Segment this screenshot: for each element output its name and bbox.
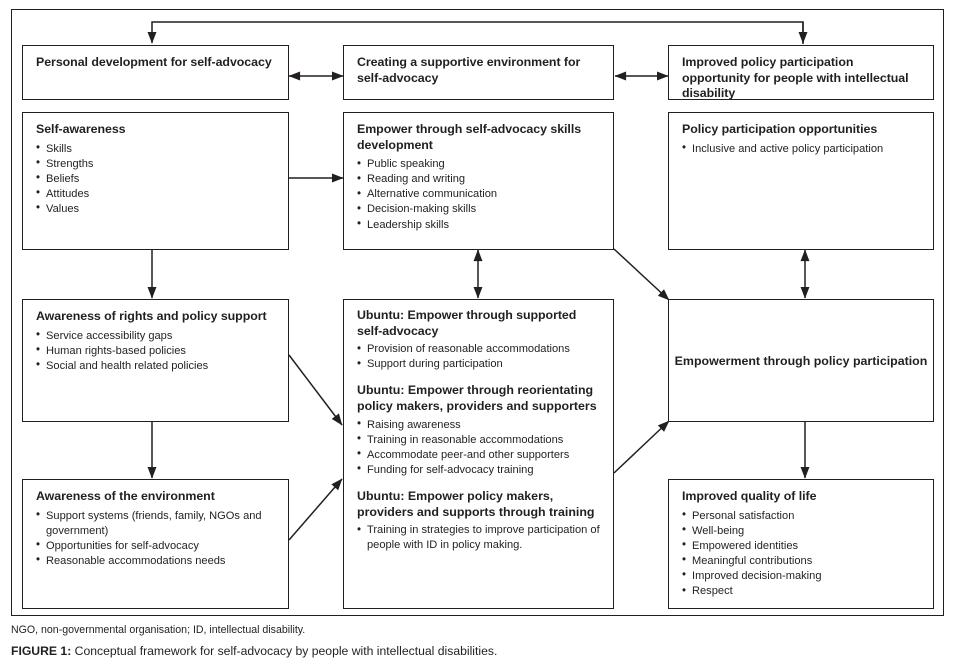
box-supportive-environment-title: Creating a supportive environment for se…	[357, 55, 581, 85]
list-item: Funding for self-advocacy training	[357, 462, 602, 478]
list-item: Attitudes	[36, 186, 277, 202]
list-item: Human rights-based policies	[36, 343, 277, 359]
box-ubuntu-group3-title: Ubuntu: Empower policy makers, providers…	[357, 488, 595, 519]
list-item: Skills	[36, 141, 277, 157]
awareness-rights-list: Service accessibility gaps Human rights-…	[36, 328, 277, 374]
awareness-environment-list: Support systems (friends, family, NGOs a…	[36, 508, 277, 569]
box-supportive-environment[interactable]: Creating a supportive environment for se…	[343, 45, 614, 100]
list-item: Public speaking	[357, 157, 602, 172]
box-improved-policy-participation[interactable]: Improved policy participation opportunit…	[668, 45, 934, 100]
ubuntu-group2-list: Raising awareness Training in reasonable…	[357, 417, 602, 478]
empower-skills-list: Public speaking Reading and writing Alte…	[357, 157, 602, 233]
list-item: Personal satisfaction	[682, 508, 922, 524]
list-item: Provision of reasonable accommodations	[357, 342, 602, 357]
list-item: Service accessibility gaps	[36, 328, 277, 344]
box-improved-quality-of-life-title: Improved quality of life	[682, 489, 817, 503]
quality-of-life-list: Personal satisfaction Well-being Empower…	[682, 508, 922, 600]
box-policy-participation-opportunities-title: Policy participation opportunities	[682, 122, 878, 136]
box-personal-development[interactable]: Personal development for self-advocacy	[22, 45, 289, 100]
box-policy-participation-opportunities[interactable]: Policy participation opportunities Inclu…	[668, 112, 934, 250]
list-item: Decision-making skills	[357, 202, 602, 217]
policy-opportunities-list: Inclusive and active policy participatio…	[682, 141, 922, 157]
box-empowerment-through-policy-participation[interactable]: Empowerment through policy participation	[668, 299, 934, 422]
box-improved-policy-participation-title: Improved policy participation opportunit…	[682, 55, 909, 101]
list-item: Training in reasonable accommodations	[357, 432, 602, 448]
list-item: Reasonable accommodations needs	[36, 553, 277, 569]
list-item: Beliefs	[36, 171, 277, 187]
list-item: Alternative communication	[357, 187, 602, 202]
self-awareness-list: Skills Strengths Beliefs Attitudes Value…	[36, 141, 277, 217]
list-item: Opportunities for self-advocacy	[36, 538, 277, 554]
box-improved-quality-of-life[interactable]: Improved quality of life Personal satisf…	[668, 479, 934, 609]
ubuntu-group1-list: Provision of reasonable accommodations S…	[357, 342, 602, 372]
box-self-awareness[interactable]: Self-awareness Skills Strengths Beliefs …	[22, 112, 289, 250]
list-item: Support during participation	[357, 357, 602, 372]
box-awareness-of-environment[interactable]: Awareness of the environment Support sys…	[22, 479, 289, 609]
figure-caption-text: Conceptual framework for self-advocacy b…	[71, 644, 498, 658]
list-item: Well-being	[682, 523, 922, 539]
list-item: Strengths	[36, 156, 277, 172]
box-ubuntu-group2-title: Ubuntu: Empower through reorientating po…	[357, 383, 597, 413]
box-personal-development-title: Personal development for self-advocacy	[36, 55, 272, 69]
list-item: Social and health related policies	[36, 358, 277, 374]
list-item: Respect	[682, 584, 922, 599]
list-item: Improved decision-making	[682, 568, 922, 584]
abbreviations-note: NGO, non-governmental organisation; ID, …	[11, 624, 306, 636]
box-empower-skills-title: Empower through self-advocacy skills dev…	[357, 122, 582, 152]
box-empowerment-title: Empowerment through policy participation	[674, 353, 928, 368]
box-awareness-of-rights-title: Awareness of rights and policy support	[36, 309, 267, 323]
box-empower-skills[interactable]: Empower through self-advocacy skills dev…	[343, 112, 614, 250]
list-item: Leadership skills	[357, 217, 602, 233]
list-item: Raising awareness	[357, 417, 602, 433]
list-item: Empowered identities	[682, 538, 922, 554]
list-item: Values	[36, 201, 277, 217]
list-item: Support systems (friends, family, NGOs a…	[36, 508, 277, 539]
box-awareness-of-environment-title: Awareness of the environment	[36, 489, 215, 503]
list-item: Inclusive and active policy participatio…	[682, 141, 922, 157]
list-item: Meaningful contributions	[682, 553, 922, 569]
list-item: Accommodate peer-and other supporters	[357, 447, 602, 463]
list-item: Training in strategies to improve partic…	[357, 523, 602, 553]
figure-caption: FIGURE 1: Conceptual framework for self-…	[11, 643, 497, 659]
box-awareness-of-rights[interactable]: Awareness of rights and policy support S…	[22, 299, 289, 422]
box-ubuntu-group1-title: Ubuntu: Empower through supported self-a…	[357, 308, 577, 338]
figure-caption-label: FIGURE 1:	[11, 644, 72, 658]
box-ubuntu[interactable]: Ubuntu: Empower through supported self-a…	[343, 299, 614, 609]
box-self-awareness-title: Self-awareness	[36, 122, 126, 136]
list-item: Reading and writing	[357, 172, 602, 187]
ubuntu-group3-list: Training in strategies to improve partic…	[357, 523, 602, 553]
